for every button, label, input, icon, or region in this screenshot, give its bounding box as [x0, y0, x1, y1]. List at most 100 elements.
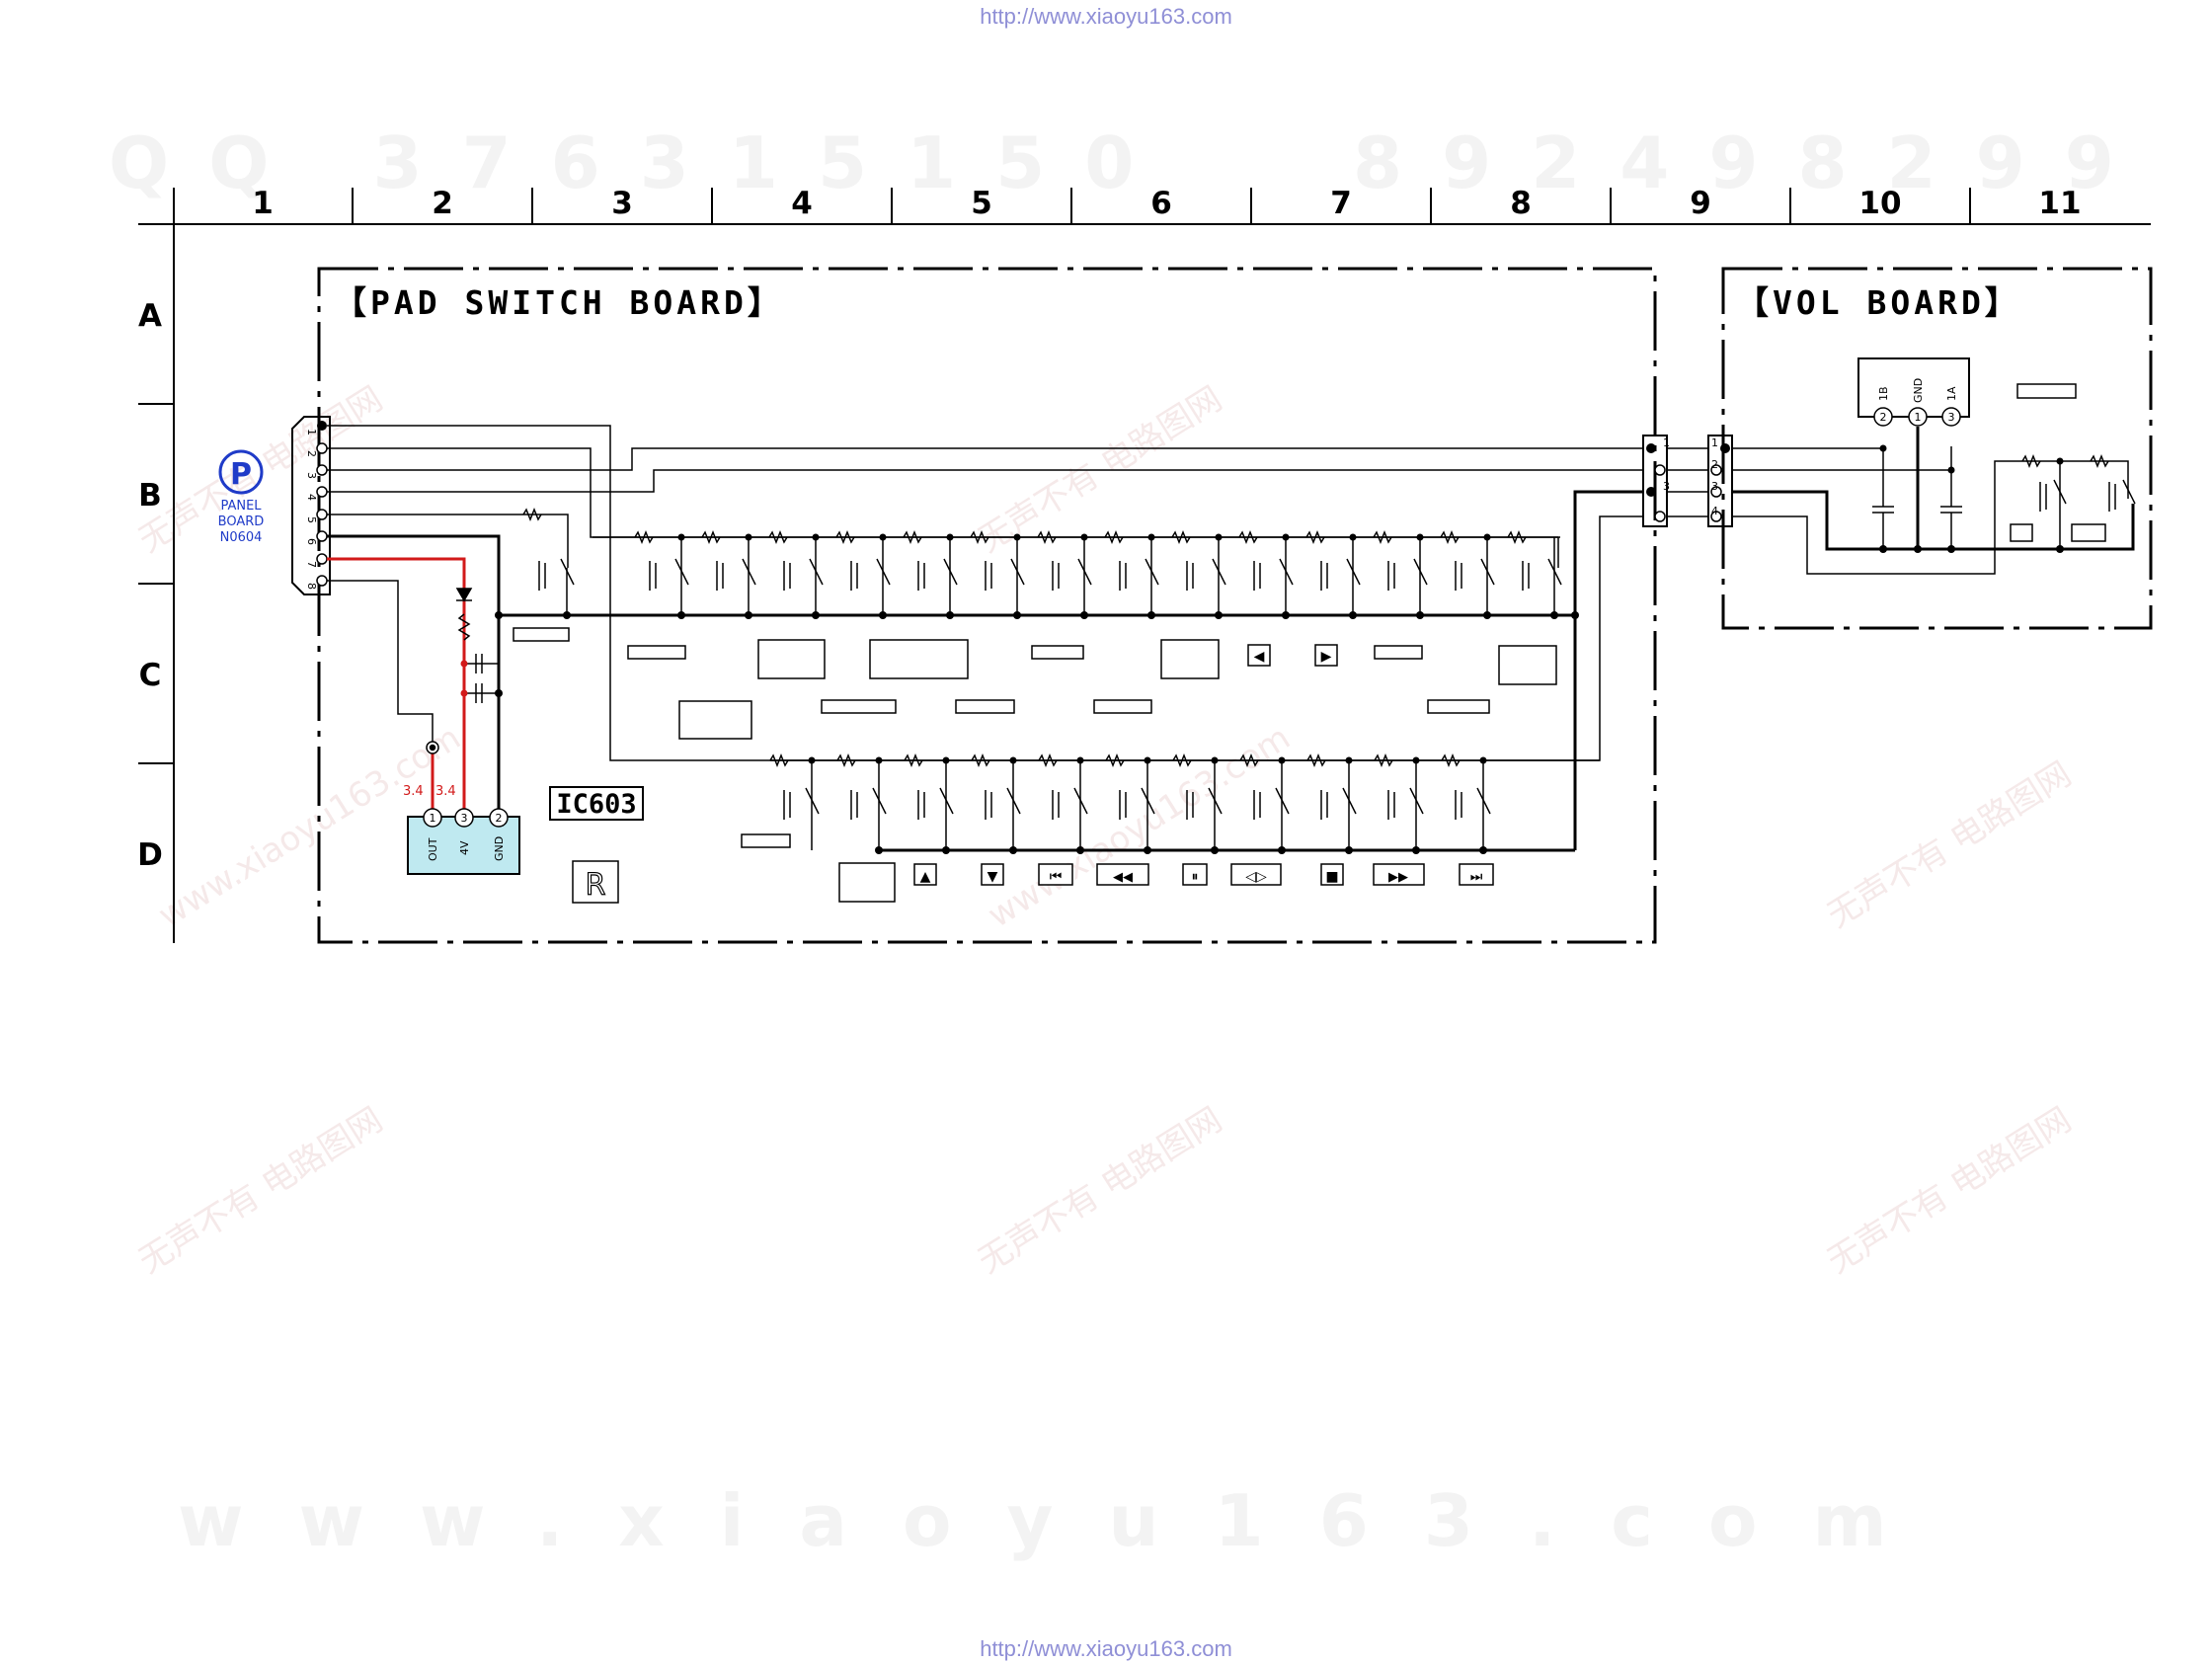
ic603: IC603 1 3 2 OUT 4V GND 3.4 3.4 — [403, 784, 644, 875]
key-left-icon: ◀ — [1254, 649, 1265, 665]
encoder-pin-2-number: 2 — [1880, 411, 1887, 424]
key-rewind-icon: ◀◀ — [1113, 870, 1133, 885]
connector-pin-6: 6 — [305, 538, 318, 545]
junction-dots-bottom — [808, 756, 1487, 854]
ic603-pin-2-number: 2 — [496, 812, 503, 825]
column-label-3: 3 — [611, 186, 633, 221]
panel-board-line1: PANEL — [220, 499, 262, 514]
panel-board-line2: BOARD — [218, 515, 265, 529]
pad-switch-board-title: 【PAD SWITCH BOARD】 — [334, 283, 784, 322]
vol-connector-pin-2: 2 — [1711, 458, 1718, 471]
encoder-pin-gnd-name: GND — [1912, 378, 1925, 403]
switch-row-bottom — [783, 760, 1491, 850]
watermark-phone: 892498299 — [1353, 121, 2154, 204]
connector-pin-8: 8 — [305, 583, 318, 590]
vol-connector-pin-3: 3 — [1711, 480, 1718, 493]
watermark-site: www.xiaoyu163.com — [178, 1479, 1941, 1562]
column-label-4: 4 — [791, 186, 813, 221]
top-watermark-url: http://www.xiaoyu163.com — [980, 4, 1232, 29]
ic603-pin-4v-name: 4V — [458, 840, 471, 855]
column-label-10: 10 — [1858, 186, 1901, 221]
column-label-5: 5 — [971, 186, 992, 221]
column-label-1: 1 — [252, 186, 274, 221]
pad-connector-pin-1: 1 — [1663, 436, 1670, 449]
r-mark: R — [586, 868, 606, 903]
panel-board-letter: P — [230, 457, 252, 492]
watermark-cn-6: 无声不有 电路图网 — [1821, 754, 2079, 936]
vol-board-title: 【VOL BOARD】 — [1736, 283, 2021, 322]
connector-pin-1: 1 — [305, 429, 318, 436]
row-labels: A B C D — [137, 298, 163, 873]
column-label-11: 11 — [2038, 186, 2081, 221]
ic-supply-dots — [460, 660, 468, 697]
ic603-pin-2-circle — [489, 808, 509, 828]
encoder-pin-1-circle — [1908, 407, 1928, 427]
key-prev-track-icon: ⏮ — [1050, 869, 1063, 885]
ic-power-components — [426, 588, 499, 754]
resistor-chain-top — [522, 507, 1560, 545]
key-direction-icon: ◁▷ — [1245, 869, 1267, 885]
encoder-pin-1a-name: 1A — [1945, 386, 1958, 401]
column-label-2: 2 — [432, 186, 453, 221]
row-label-d: D — [137, 837, 163, 873]
column-label-8: 8 — [1510, 186, 1532, 221]
vol-connector-pin-1: 1 — [1711, 436, 1718, 449]
interboard-connector-vol: 1 2 3 4 — [1707, 435, 1733, 527]
pad-connector-pin-3: 3 — [1663, 480, 1670, 493]
ic603-pin-3-circle — [454, 808, 474, 828]
key-down-icon: ▼ — [988, 869, 998, 885]
bottom-watermark-url: http://www.xiaoyu163.com — [980, 1636, 1232, 1661]
vol-board-wires — [1667, 446, 2136, 575]
key-symbols: ▲ ▼ ⏮ ◀◀ ⏸ ◁▷ ■ ▶▶ ⏭ ◀ ▶ — [913, 644, 1494, 886]
connector-pin-5: 5 — [305, 516, 318, 523]
key-next-track-icon: ⏭ — [1470, 869, 1483, 885]
column-label-6: 6 — [1150, 186, 1172, 221]
encoder-pin-2-circle — [1873, 407, 1893, 427]
panel-board-line3: N0604 — [220, 530, 263, 545]
key-stop-icon: ■ — [1325, 869, 1338, 885]
vol-board-dots — [1879, 444, 2064, 553]
ic603-label: IC603 — [556, 789, 636, 820]
ref-boxes — [513, 383, 2106, 903]
pad-switch-board-outline — [317, 267, 1657, 944]
connector-pin-2: 2 — [305, 450, 318, 457]
connector-pin-4: 4 — [305, 494, 318, 501]
rotary-encoder: 2 1 3 1B GND 1A — [1857, 357, 1970, 427]
key-pause-icon: ⏸ — [1192, 869, 1199, 885]
encoder-pin-1-number: 1 — [1915, 411, 1922, 424]
main-connector: 1 2 3 4 5 6 7 8 — [291, 416, 331, 595]
switch-row-top — [538, 537, 1562, 615]
r-mark-box — [572, 860, 619, 904]
resistor-chain-bottom — [769, 752, 1600, 768]
column-label-7: 7 — [1330, 186, 1352, 221]
ic603-pin-3-number: 3 — [461, 812, 468, 825]
connector-pin-7: 7 — [305, 561, 318, 568]
watermark-cn-5: 无声不有 电路图网 — [1821, 1100, 2079, 1282]
key-right-icon: ▶ — [1321, 649, 1332, 665]
watermark-cn-4: 无声不有 电路图网 — [972, 1100, 1229, 1282]
encoder-pin-3-number: 3 — [1948, 411, 1955, 424]
ic603-pin-1-number: 1 — [430, 812, 436, 825]
ic603-label-box — [549, 786, 644, 821]
encoder-pin-3-circle — [1941, 407, 1961, 427]
column-labels: 1 2 3 4 5 6 7 8 9 10 11 — [252, 186, 2081, 221]
ic603-pin-1-circle — [423, 808, 442, 828]
ic603-pin-gnd-name: GND — [493, 836, 506, 861]
row-label-a: A — [138, 298, 162, 334]
red-signal-wires — [327, 557, 466, 818]
vol-connector-pin-4: 4 — [1711, 505, 1718, 517]
row-label-c: C — [139, 658, 162, 693]
watermark-site-small-2: www.xiaoyu163.com — [982, 718, 1298, 936]
panel-board-symbol — [218, 449, 264, 495]
ic603-pin-out-name: OUT — [427, 837, 439, 861]
key-fast-forward-icon: ▶▶ — [1388, 870, 1408, 885]
connector-pin-3: 3 — [305, 472, 318, 479]
vol-board-thick-wires — [1732, 427, 2135, 551]
column-label-9: 9 — [1690, 186, 1711, 221]
grid-frame — [138, 188, 2151, 943]
encoder-pin-1b-name: 1B — [1877, 386, 1890, 401]
watermark-qq: QQ 376315150 — [109, 121, 1173, 204]
interboard-connector-pad: 1 3 — [1642, 435, 1670, 527]
voltage-reading-1: 3.4 — [403, 784, 424, 799]
